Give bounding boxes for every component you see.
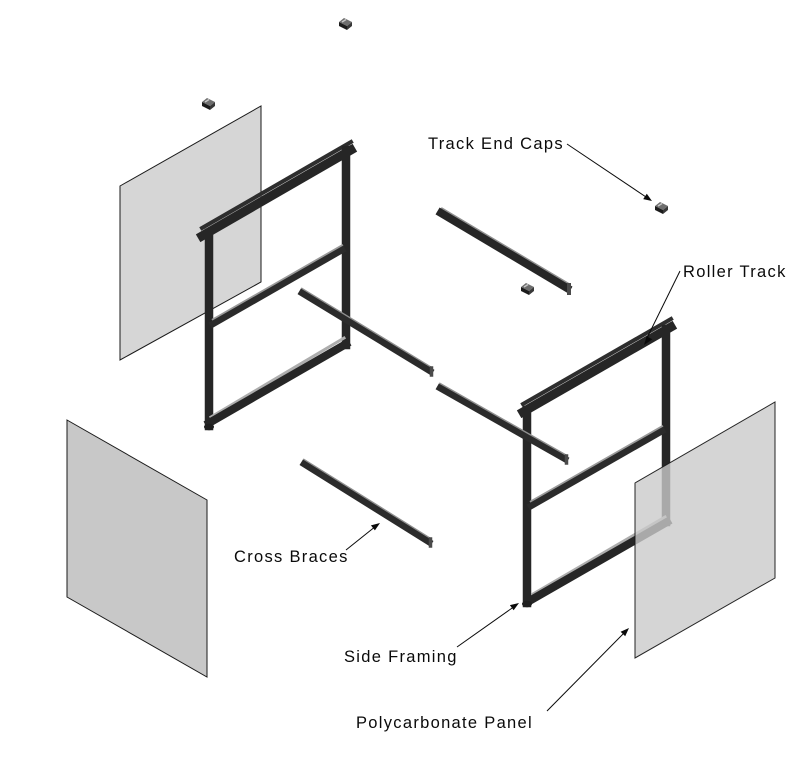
bottom-rail-top-face xyxy=(208,335,347,420)
panel-face xyxy=(66,419,208,678)
arrowhead-side-framing xyxy=(509,603,519,611)
cap-top-face xyxy=(655,202,668,210)
track-body xyxy=(435,207,573,294)
bottom-rail xyxy=(203,338,352,429)
cap-top-face xyxy=(339,18,352,26)
cap-slot xyxy=(523,283,529,288)
label-polycarbonate-panel: Polycarbonate Panel xyxy=(356,714,533,732)
cross-brace-3 xyxy=(299,458,434,548)
track-end-cap-2 xyxy=(202,98,215,110)
track-end-cap-3 xyxy=(521,283,534,295)
cap-slot xyxy=(657,202,663,207)
cap-front-face xyxy=(202,102,210,110)
top-rail xyxy=(195,143,358,243)
cap-side-face xyxy=(663,206,668,214)
arrowhead-track-end-caps xyxy=(643,193,652,201)
polycarbonate-panel-left xyxy=(119,105,262,361)
cap-front-face xyxy=(339,22,347,30)
label-track-end-caps: Track End Caps xyxy=(428,135,564,153)
brace-body xyxy=(299,459,434,547)
roller-track-on-right-frame xyxy=(520,316,674,407)
middle-rail-top-face xyxy=(211,243,344,322)
frame-foot xyxy=(522,600,532,608)
leader-roller-track xyxy=(645,270,681,341)
arrowhead-cross-braces xyxy=(370,523,380,531)
leader-side-framing xyxy=(456,605,516,648)
frame-foot xyxy=(204,423,214,431)
track-end-cap-1 xyxy=(339,18,352,30)
cap-top-face xyxy=(521,283,534,291)
brace-top-highlight xyxy=(438,382,567,457)
callout-labels: Track End Caps Roller Track Cross Braces… xyxy=(234,135,787,732)
cap-slot xyxy=(204,98,210,103)
track-end-caps-group xyxy=(202,18,668,295)
leader-polycarbonate-panel xyxy=(546,631,626,712)
cap-front-face xyxy=(521,287,529,295)
track-top-highlight xyxy=(440,207,570,285)
cap-side-face xyxy=(529,287,534,295)
arrowhead-roller-track xyxy=(644,336,653,345)
polycarbonate-panel-front xyxy=(66,419,208,678)
leader-cross-braces xyxy=(345,525,377,551)
label-side-framing: Side Framing xyxy=(344,648,458,666)
cross-brace-1 xyxy=(297,287,435,377)
cap-side-face xyxy=(210,102,215,110)
roller-track-on-left-frame xyxy=(199,139,354,231)
label-roller-track: Roller Track xyxy=(683,263,787,281)
brace-top-highlight xyxy=(302,458,431,540)
label-cross-braces: Cross Braces xyxy=(234,548,349,566)
middle-rail xyxy=(526,426,667,511)
cap-slot xyxy=(341,18,347,23)
middle-rail-top-face xyxy=(529,424,664,504)
panel-face xyxy=(634,401,776,659)
cross-braces-group xyxy=(297,287,570,548)
brace-top-highlight xyxy=(300,287,432,369)
roller-track-loose xyxy=(435,207,573,295)
track-end-cap-4 xyxy=(655,202,668,214)
side-frame-left xyxy=(195,139,358,431)
middle-rail xyxy=(208,245,347,329)
cross-brace-2 xyxy=(435,382,570,465)
panel-face xyxy=(119,105,262,361)
arrowhead-polycarbonate-panel xyxy=(620,628,629,637)
cap-side-face xyxy=(347,22,352,30)
leader-track-end-caps xyxy=(566,143,650,200)
callout-leaders xyxy=(345,143,681,712)
polycarbonate-panel-right xyxy=(634,401,776,659)
brace-body xyxy=(297,288,435,376)
brace-body xyxy=(435,383,570,464)
cap-front-face xyxy=(655,206,663,214)
cap-top-face xyxy=(202,98,215,106)
